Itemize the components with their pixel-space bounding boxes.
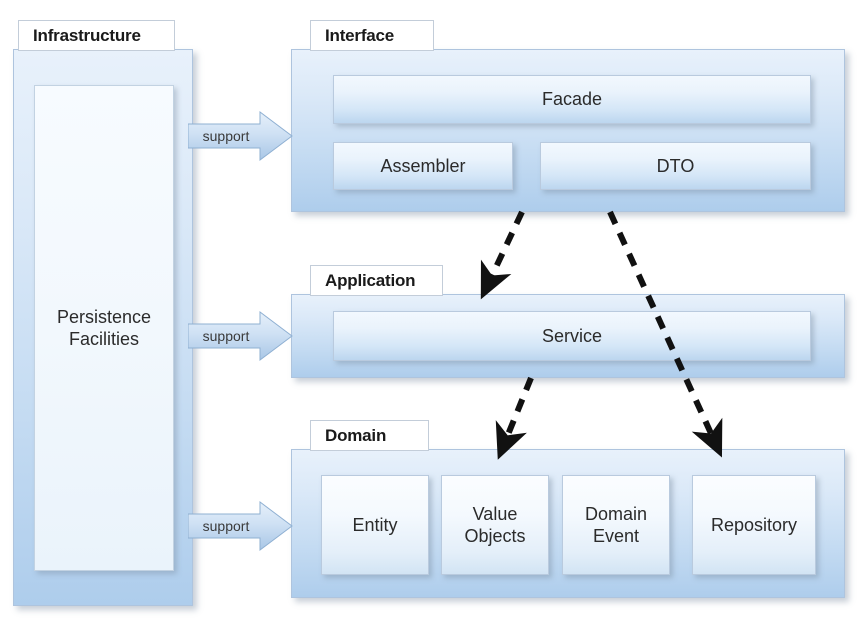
dependency-arrow-application-to-domain-left [495, 376, 534, 460]
block-arrow-icon [187, 501, 293, 551]
component-dto: DTO [540, 142, 811, 190]
component-persistence-facilities: Persistence Facilities [34, 85, 174, 571]
support-arrow-domain: support [187, 500, 293, 552]
component-label-line2: Event [592, 526, 640, 546]
layer-tab-application: Application [310, 265, 443, 296]
component-label: Assembler [380, 155, 466, 176]
component-label: Facade [541, 89, 603, 110]
layer-tab-label: Infrastructure [33, 25, 141, 45]
component-label-line1: Value [472, 503, 518, 524]
component-facade: Facade [333, 75, 811, 124]
support-arrow-interface: support [187, 110, 293, 162]
component-repository: Repository [692, 475, 816, 575]
component-label: DTO [656, 155, 695, 176]
layer-tab-interface: Interface [310, 20, 434, 51]
component-label: Service [541, 325, 603, 346]
block-arrow-icon [187, 111, 293, 161]
component-label-line1: Persistence [56, 306, 152, 327]
component-label-line1: Domain [584, 503, 648, 524]
support-arrow-application: support [187, 310, 293, 362]
component-label: Entity [352, 514, 398, 535]
component-entity: Entity [321, 475, 429, 575]
component-label-line2: Objects [464, 526, 526, 546]
component-assembler: Assembler [333, 142, 513, 190]
component-service: Service [333, 311, 811, 361]
component-value-objects: Value Objects [441, 475, 549, 575]
component-label: Repository [710, 514, 798, 535]
layer-tab-label: Domain [325, 425, 387, 445]
component-label-line2: Facilities [68, 329, 139, 349]
component-domain-event: Domain Event [562, 475, 670, 575]
layer-tab-domain: Domain [310, 420, 429, 451]
dependency-arrow-interface-to-application [480, 210, 525, 300]
layer-tab-label: Application [325, 270, 416, 290]
block-arrow-icon [187, 311, 293, 361]
layer-tab-infrastructure: Infrastructure [18, 20, 175, 51]
layer-tab-label: Interface [325, 25, 395, 45]
